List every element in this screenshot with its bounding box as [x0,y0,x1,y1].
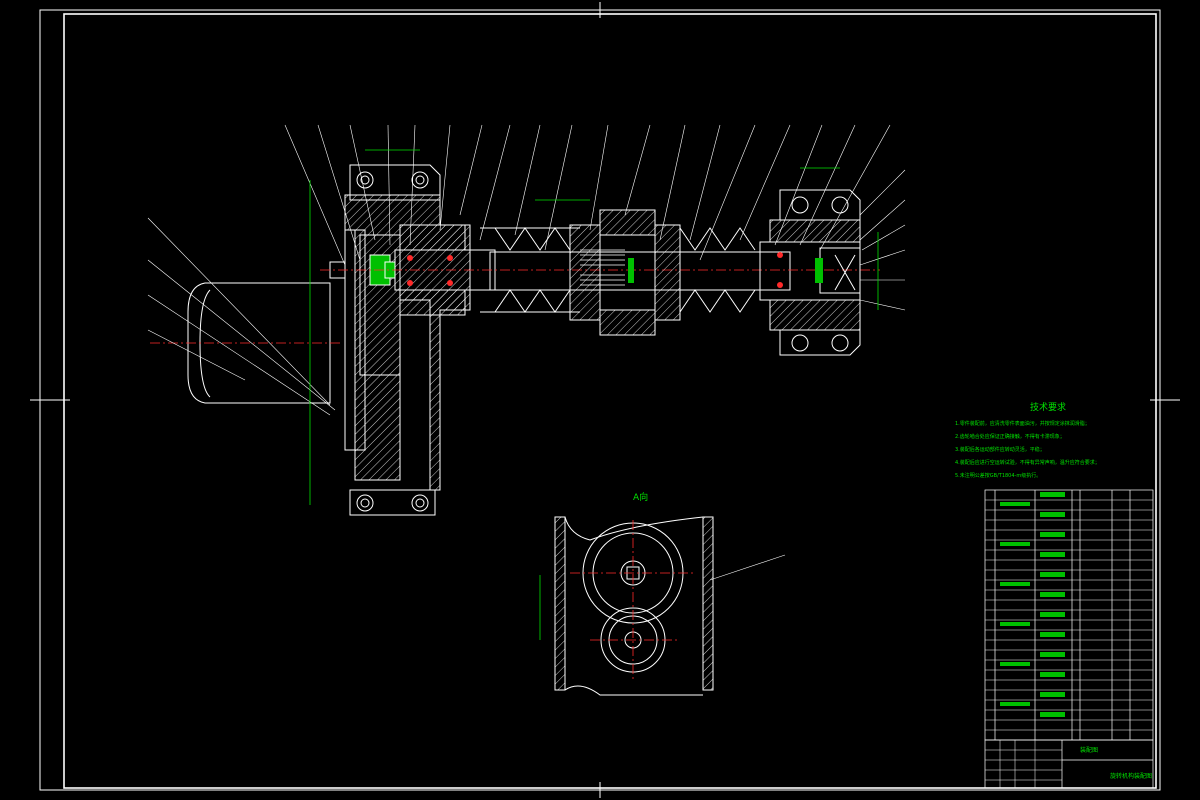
tech-line-1: 1.零件装配前，应清洗零件表面油污，并按规定涂抹润滑脂； [955,420,1090,427]
sheet-frame [30,2,1180,798]
section-view-a: A向 [554,491,786,696]
section-label: A向 [633,491,648,503]
tech-requirements: 技术要求 1.零件装配前，应清洗零件表面油污，并按规定涂抹润滑脂； 2.齿轮啮合… [955,401,1100,479]
tech-title: 技术要求 [1030,401,1066,413]
left-housing [344,164,471,516]
dimension-lines [309,149,879,640]
left-bearing-assembly [329,224,496,316]
right-housing [759,189,861,356]
tech-line-2: 2.齿轮啮合处应保证正确接触，不得有卡滞现象； [955,433,1065,440]
tech-line-4: 4.装配后应进行空运转试验，不得有异常声响，温升应符合要求； [955,459,1100,466]
parts-list: 装配图 旋转机构装配图 [984,489,1154,789]
leader-lines-top [147,124,906,416]
center-coupling [569,209,681,336]
tech-line-3: 3.装配后各运动部件应转动灵活，平稳； [955,446,1045,453]
motor-body [150,282,340,404]
title-block-material: 装配图 [1080,746,1098,754]
tech-line-5: 5.未注明公差按GB/T1804-m级执行。 [955,472,1041,479]
title-block-name: 旋转机构装配图 [1110,772,1152,780]
